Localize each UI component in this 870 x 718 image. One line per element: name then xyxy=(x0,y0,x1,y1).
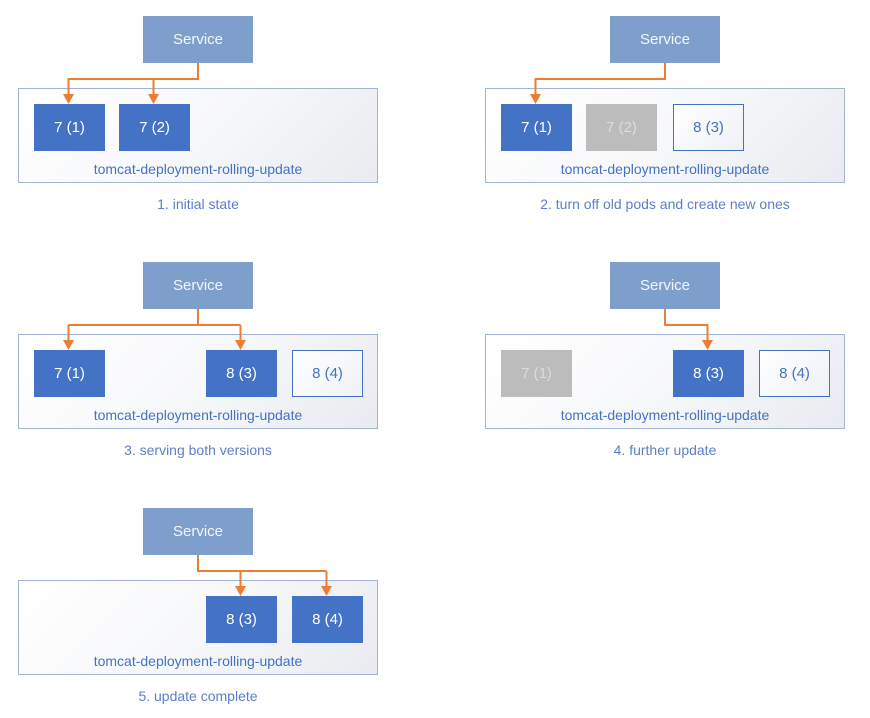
service-node-1: Service xyxy=(143,16,253,63)
pod-label: 7 (2) xyxy=(139,119,170,136)
pod-8-4: 8 (4) xyxy=(759,350,830,397)
pod-label: 8 (4) xyxy=(779,365,810,382)
pod-7-2: 7 (2) xyxy=(586,104,657,151)
deployment-label: tomcat-deployment-rolling-update xyxy=(93,161,303,177)
pod-label: 7 (2) xyxy=(606,119,637,136)
pod-8-3: 8 (3) xyxy=(673,350,744,397)
pod-label: 8 (3) xyxy=(226,611,257,628)
deployment-box-3: 7 (1) 8 (3) 8 (4) tomcat-deployment-roll… xyxy=(18,334,378,429)
pod-7-1: 7 (1) xyxy=(501,104,572,151)
deployment-label: tomcat-deployment-rolling-update xyxy=(93,653,303,669)
service-label: Service xyxy=(172,523,224,540)
deployment-label: tomcat-deployment-rolling-update xyxy=(560,161,770,177)
pod-8-4: 8 (4) xyxy=(292,596,363,643)
deployment-box-2: 7 (1) 7 (2) 8 (3) tomcat-deployment-roll… xyxy=(485,88,845,183)
pod-7-1: 7 (1) xyxy=(34,104,105,151)
pod-8-3: 8 (3) xyxy=(206,350,277,397)
service-node-5: Service xyxy=(143,508,253,555)
pod-label: 8 (4) xyxy=(312,611,343,628)
pod-label: 7 (1) xyxy=(521,365,552,382)
pod-label: 8 (4) xyxy=(312,365,343,382)
caption-1: 1. initial state xyxy=(157,196,239,212)
pod-7-1: 7 (1) xyxy=(501,350,572,397)
pod-label: 8 (3) xyxy=(226,365,257,382)
caption-3: 3. serving both versions xyxy=(124,442,272,458)
pod-7-2: 7 (2) xyxy=(119,104,190,151)
caption-4: 4. further update xyxy=(613,442,717,458)
caption-5: 5. update complete xyxy=(138,688,258,704)
pod-label: 7 (1) xyxy=(54,119,85,136)
service-node-2: Service xyxy=(610,16,720,63)
pod-7-1: 7 (1) xyxy=(34,350,105,397)
service-label: Service xyxy=(172,31,224,48)
service-node-4: Service xyxy=(610,262,720,309)
pod-label: 7 (1) xyxy=(521,119,552,136)
service-label: Service xyxy=(172,277,224,294)
deployment-label: tomcat-deployment-rolling-update xyxy=(93,407,303,423)
deployment-box-5: 8 (3) 8 (4) tomcat-deployment-rolling-up… xyxy=(18,580,378,675)
pod-8-4: 8 (4) xyxy=(292,350,363,397)
pod-8-3: 8 (3) xyxy=(673,104,744,151)
deployment-box-1: 7 (1) 7 (2) tomcat-deployment-rolling-up… xyxy=(18,88,378,183)
pod-8-3: 8 (3) xyxy=(206,596,277,643)
caption-2: 2. turn off old pods and create new ones xyxy=(540,196,790,212)
service-node-3: Service xyxy=(143,262,253,309)
deployment-label: tomcat-deployment-rolling-update xyxy=(560,407,770,423)
deployment-box-4: 7 (1) 8 (3) 8 (4) tomcat-deployment-roll… xyxy=(485,334,845,429)
service-label: Service xyxy=(639,277,691,294)
pod-label: 8 (3) xyxy=(693,365,724,382)
pod-label: 7 (1) xyxy=(54,365,85,382)
service-label: Service xyxy=(639,31,691,48)
pod-label: 8 (3) xyxy=(693,119,724,136)
